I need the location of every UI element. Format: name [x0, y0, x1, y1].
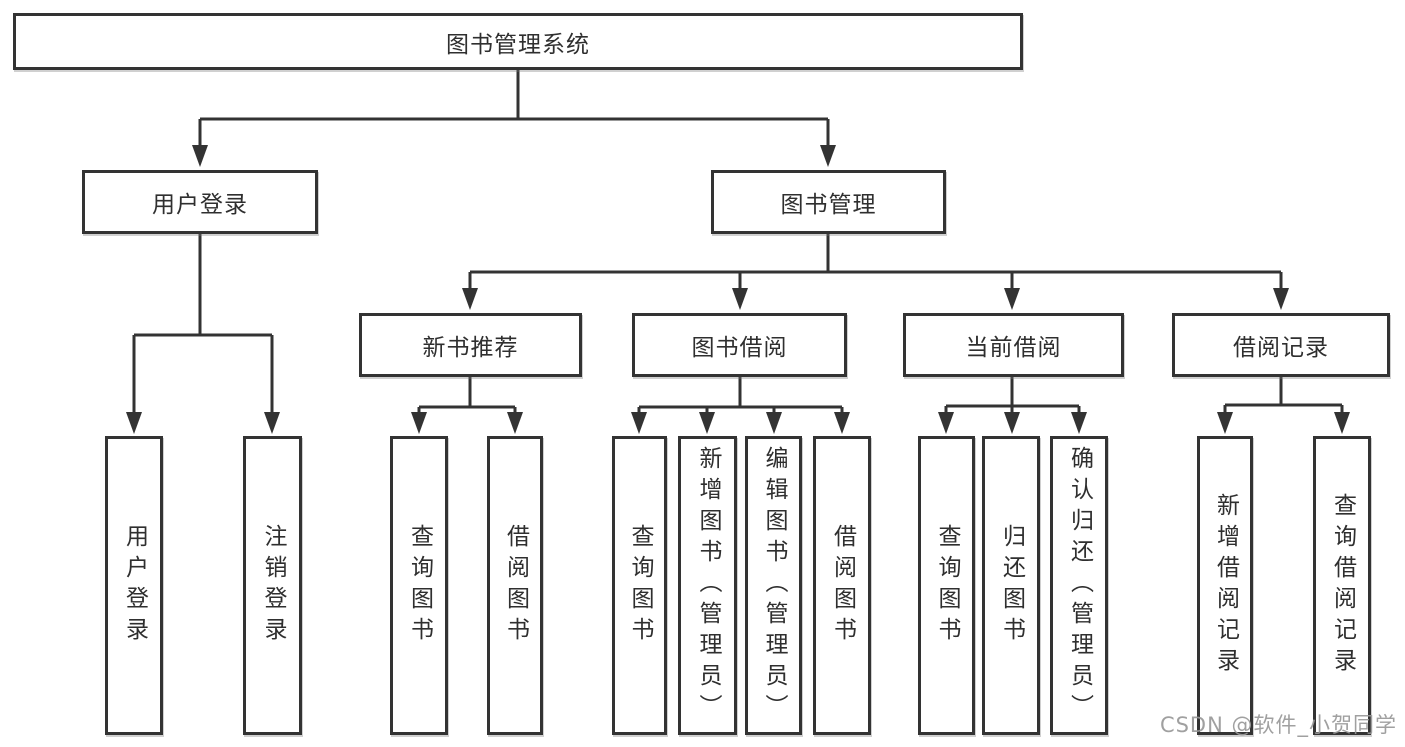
node-label: 图书管理	[780, 192, 877, 218]
leaf-query-borrow-record: 查询借阅记录	[1313, 436, 1371, 735]
leaf-logout: 注销登录	[243, 436, 302, 735]
csdn-watermark: CSDN @软件_小贺同学	[1159, 713, 1397, 737]
leaf-query-books-current: 查询图书	[918, 436, 975, 735]
leaf-label: 新增图书（管理员）	[695, 446, 721, 725]
node-user-login: 用户登录	[82, 170, 318, 234]
leaf-borrow-books: 借阅图书	[813, 436, 871, 735]
node-borrowing-records: 借阅记录	[1172, 313, 1390, 377]
leaf-query-books-recommend: 查询图书	[390, 436, 448, 735]
leaf-label: 编辑图书（管理员）	[761, 446, 787, 725]
node-label: 新书推荐	[422, 335, 519, 361]
node-label: 用户登录	[152, 192, 248, 218]
node-new-book-recommendation: 新书推荐	[359, 313, 582, 377]
leaf-label: 查询图书	[934, 523, 960, 648]
leaf-borrow-books-recommend: 借阅图书	[487, 436, 543, 735]
leaf-label: 新增借阅记录	[1212, 492, 1239, 679]
leaf-add-borrow-record: 新增借阅记录	[1197, 436, 1253, 735]
leaf-label: 查询图书	[627, 523, 653, 648]
node-label: 图书借阅	[691, 335, 788, 361]
node-label: 借阅记录	[1233, 335, 1329, 361]
leaf-label: 借阅图书	[502, 523, 529, 648]
leaf-label: 确认归还（管理员）	[1066, 446, 1093, 725]
leaf-user-login: 用户登录	[105, 436, 163, 735]
leaf-label: 借阅图书	[829, 523, 856, 648]
leaf-query-books-borrow: 查询图书	[612, 436, 667, 735]
leaf-label: 查询借阅记录	[1329, 492, 1356, 679]
leaf-return-book: 归还图书	[982, 436, 1040, 735]
leaf-add-book-admin: 新增图书（管理员）	[678, 436, 737, 735]
leaf-label: 用户登录	[121, 523, 148, 648]
node-label: 当前借阅	[965, 335, 1062, 361]
leaf-label: 注销登录	[260, 523, 286, 648]
leaf-edit-book-admin: 编辑图书（管理员）	[745, 436, 802, 735]
node-label: 图书管理系统	[446, 31, 590, 58]
leaf-label: 归还图书	[998, 523, 1025, 648]
leaf-label: 查询图书	[406, 523, 433, 648]
node-library-management-system: 图书管理系统	[13, 13, 1023, 70]
leaf-confirm-return-admin: 确认归还（管理员）	[1050, 436, 1108, 735]
node-book-borrowing: 图书借阅	[632, 313, 847, 377]
node-current-borrowing: 当前借阅	[903, 313, 1124, 377]
node-book-management: 图书管理	[711, 170, 946, 234]
